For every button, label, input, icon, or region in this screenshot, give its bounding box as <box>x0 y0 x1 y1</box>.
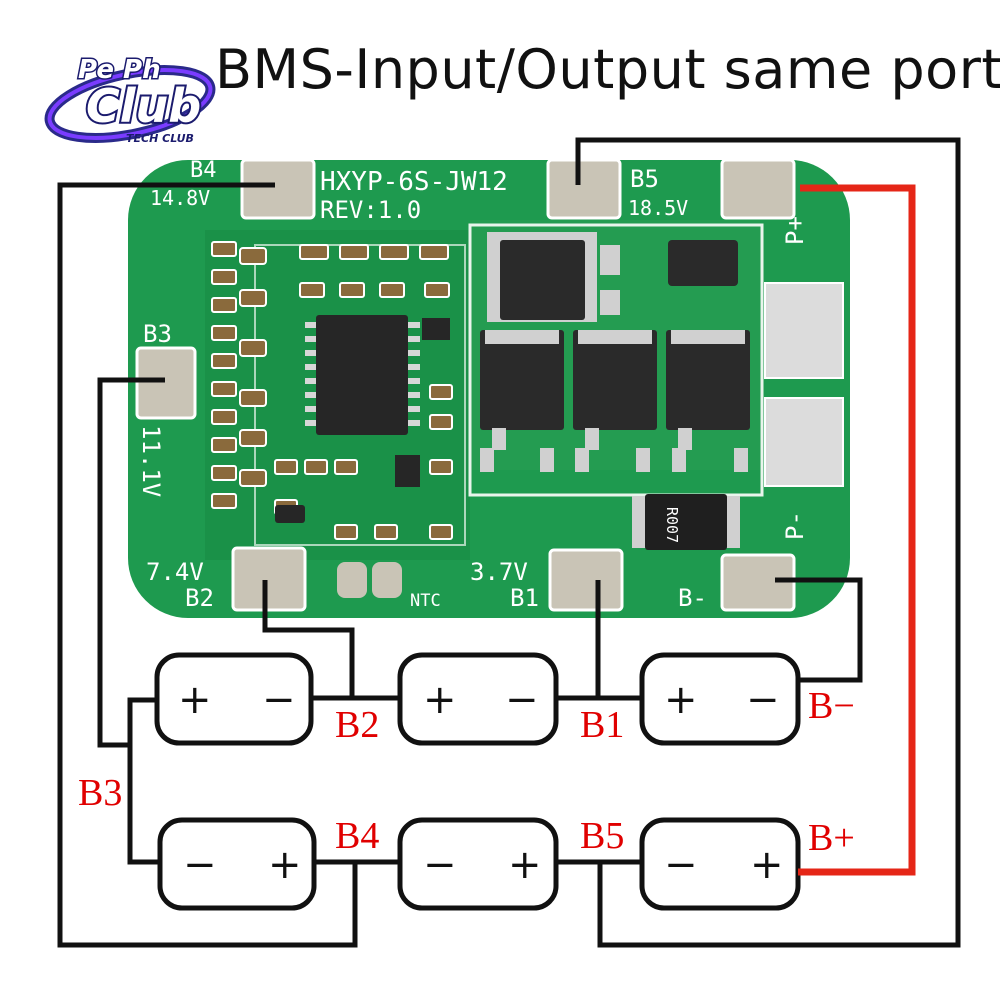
pcb-voltage-b2: 7.4V <box>146 558 204 586</box>
pcb-label-b2: B2 <box>185 584 214 612</box>
pad-b1 <box>548 548 624 612</box>
bms-pcb: B4 14.8V HXYP-6S-JW12 REV:1.0 B5 18.5V B… <box>128 158 850 618</box>
pcb-revision: REV:1.0 <box>320 196 421 224</box>
battery-row-bottom <box>157 817 801 911</box>
pcb-label-b4: B4 <box>190 158 217 183</box>
ntc-pad-1 <box>337 562 367 598</box>
pcb-label-p-plus: P+ <box>781 216 809 245</box>
tech-club-logo: Pe Ph Club TECH CLUB <box>44 54 216 145</box>
wire-label-b1: B1 <box>580 704 624 746</box>
diagram-title: BMS-Input/Output same port <box>215 38 1000 101</box>
pcb-label-b3: B3 <box>143 320 172 348</box>
wire-label-b3: B3 <box>78 772 122 814</box>
battery-1-minus: − <box>262 677 296 723</box>
pcb-voltage-b5: 18.5V <box>628 196 688 220</box>
wire-b-minus <box>775 577 863 683</box>
wire-label-b2: B2 <box>335 704 379 746</box>
battery-2-plus: + <box>423 677 457 723</box>
battery-5-minus: − <box>423 842 457 888</box>
battery-6-plus: + <box>750 842 784 888</box>
wire-label-b-plus: B+ <box>808 817 855 859</box>
pad-b5 <box>546 158 622 220</box>
wire-label-b-minus: B− <box>808 685 855 727</box>
battery-4-plus: + <box>268 842 302 888</box>
battery-2-minus: − <box>505 677 539 723</box>
output-pads <box>764 282 844 487</box>
pad-b-plus <box>720 158 796 220</box>
wire-label-b5: B5 <box>580 815 624 857</box>
battery-4-minus: − <box>183 842 217 888</box>
bms-ic-chip <box>305 315 420 435</box>
shunt-resistor: R007 <box>632 494 740 550</box>
pcb-label-ntc: NTC <box>410 591 441 611</box>
pcb-model: HXYP-6S-JW12 <box>320 167 508 197</box>
wire-b3 <box>97 377 165 748</box>
battery-3-plus: + <box>664 677 698 723</box>
battery-3-minus: − <box>746 677 780 723</box>
battery-row-top <box>154 652 801 746</box>
wire-b-plus <box>798 184 916 876</box>
svg-text:Pe Ph: Pe Ph <box>78 55 161 85</box>
pcb-voltage-b3: 11.1V <box>137 425 165 497</box>
resistor-code: R007 <box>663 507 681 543</box>
black-wires <box>57 137 961 948</box>
pad-b2 <box>231 546 307 612</box>
pcb-label-b5: B5 <box>630 165 659 193</box>
ntc-pad-2 <box>372 562 402 598</box>
pcb-label-p-minus: P- <box>781 511 809 540</box>
pcb-label-b-minus: B- <box>678 584 707 612</box>
svg-text:TECH CLUB: TECH CLUB <box>126 132 194 145</box>
pcb-voltage-b4: 14.8V <box>150 186 210 210</box>
mosfet-row <box>480 330 750 430</box>
pad-b3 <box>135 346 197 420</box>
diode-chip <box>668 240 738 286</box>
wire-label-b4: B4 <box>335 815 379 857</box>
battery-5-plus: + <box>508 842 542 888</box>
pad-b4 <box>240 158 316 220</box>
svg-text:Club: Club <box>86 79 201 133</box>
pcb-label-b1: B1 <box>510 584 539 612</box>
wire-b5 <box>575 137 961 948</box>
battery-1-plus: + <box>178 677 212 723</box>
battery-6-minus: − <box>664 842 698 888</box>
wire-b3-link <box>127 697 160 865</box>
pcb-voltage-b1: 3.7V <box>470 558 528 586</box>
mosfet-top <box>487 232 620 322</box>
wire-b2 <box>262 580 355 698</box>
